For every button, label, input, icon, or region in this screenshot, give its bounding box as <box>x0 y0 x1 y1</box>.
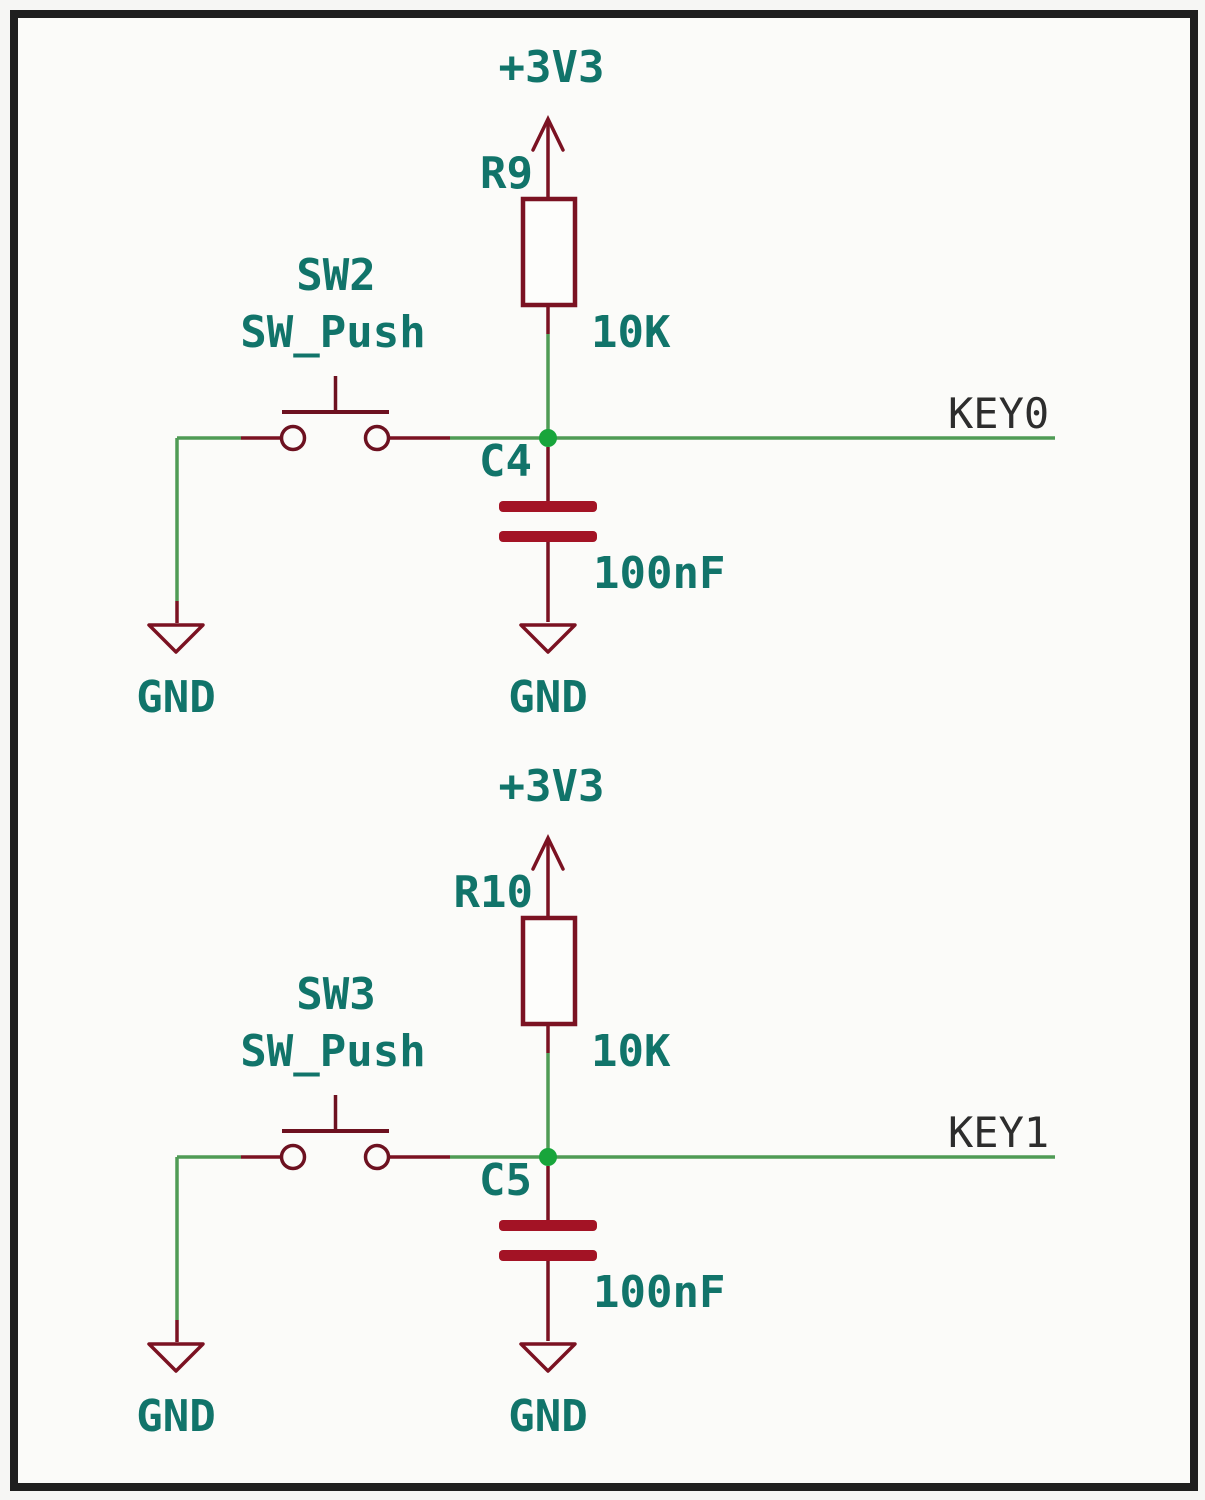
gnd-label: GND <box>136 672 216 723</box>
power-arrow-icon <box>531 114 565 201</box>
capacitor-symbol <box>499 447 597 622</box>
capacitor-symbol <box>499 1166 597 1341</box>
key1-debounce-circuit: +3V3 R10 10K SW3 SW_Push C5 100nF KEY1 G… <box>0 719 1205 1459</box>
push-button-symbol <box>279 1095 391 1171</box>
switch-refdes-label: SW2 <box>296 250 376 301</box>
resistor-refdes-label: R10 <box>453 867 533 918</box>
junction-dot <box>539 429 557 447</box>
junction-dot <box>539 1148 557 1166</box>
switch-refdes-label: SW3 <box>296 969 376 1020</box>
power-arrow-icon <box>531 833 565 920</box>
resistor-symbol <box>520 915 578 1053</box>
power-net-label: +3V3 <box>498 761 605 812</box>
resistor-symbol <box>520 196 578 334</box>
capacitor-value-label: 100nF <box>593 1267 726 1318</box>
power-net-label: +3V3 <box>498 42 605 93</box>
gnd-label: GND <box>508 672 588 723</box>
switch-type-label: SW_Push <box>240 1026 426 1077</box>
switch-type-label: SW_Push <box>240 307 426 358</box>
gnd-symbol <box>147 1342 577 1373</box>
pin-stub <box>175 436 450 623</box>
capacitor-refdes-label: C4 <box>479 436 532 487</box>
capacitor-refdes-label: C5 <box>479 1155 532 1206</box>
circuit-graphics <box>147 833 1055 1373</box>
resistor-value-label: 10K <box>591 307 671 358</box>
net-name-label: KEY1 <box>948 1108 1050 1157</box>
net-name-label: KEY0 <box>948 389 1050 438</box>
key0-debounce-circuit: +3V3 R9 10K SW2 SW_Push C4 100nF KEY0 GN… <box>0 0 1205 740</box>
pin-stub <box>175 1155 450 1342</box>
schematic-border <box>10 10 1198 1491</box>
gnd-label: GND <box>136 1391 216 1442</box>
gnd-symbol <box>147 623 577 654</box>
gnd-label: GND <box>508 1391 588 1442</box>
capacitor-value-label: 100nF <box>593 548 726 599</box>
resistor-refdes-label: R9 <box>480 148 533 199</box>
circuit-graphics <box>147 114 1055 654</box>
resistor-value-label: 10K <box>591 1026 671 1077</box>
push-button-symbol <box>279 376 391 452</box>
